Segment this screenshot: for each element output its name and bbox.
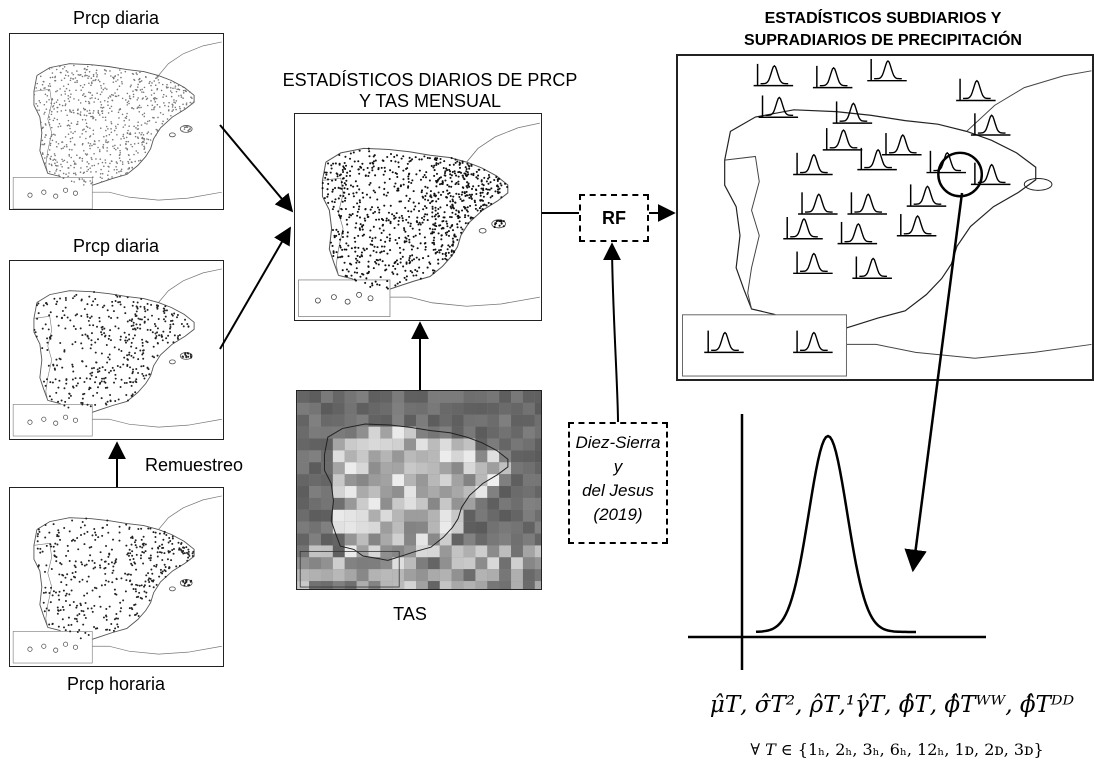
statistics-formula: μ̂𝑇, σ̂𝑇², ρ̂𝑇,¹γ̂𝑇, ϕ̂𝑇, ϕ̂𝑇ᵂᵂ, ϕ̂𝑇ᴰᴰ <box>709 692 1075 718</box>
reference-line-4: (2019) <box>593 505 643 524</box>
center-title-line2: Y TAS MENSUAL <box>358 91 502 111</box>
right-title-line2: SUPRADIARIOS DE PRECIPITACIÓN <box>744 32 1022 49</box>
reference-line-1: Diez-Sierra <box>575 433 661 452</box>
label-prcp-diaria-top: Prcp diaria <box>72 8 160 28</box>
label-tas: TAS <box>393 604 427 624</box>
map-panel-prcp-horaria <box>9 487 224 667</box>
reference-box: Diez-Sierra y del Jesus (2019) <box>568 422 668 544</box>
map-panel-subdaily-statistics <box>676 54 1094 381</box>
right-title: ESTADÍSTICOS SUBDIARIOS Y SUPRADIARIOS D… <box>683 8 1083 52</box>
distribution-curve <box>755 434 916 634</box>
arrow-reference-to-rf <box>603 242 622 423</box>
map-iberia-stations-dense <box>12 41 222 209</box>
center-title-line1: ESTADÍSTICOS DIARIOS DE PRCP <box>282 70 578 90</box>
tas-temperature-field <box>297 391 541 589</box>
label-remuestreo: Remuestreo <box>145 455 244 475</box>
right-title-line1: ESTADÍSTICOS SUBDIARIOS Y <box>764 10 1002 27</box>
map-iberia-daily-statistics <box>298 122 540 317</box>
arrow-top-to-center <box>219 124 294 213</box>
map-panel-daily-statistics <box>294 113 542 321</box>
durations-formula: ∀ 𝑇 ∈ {1ₕ, 2ₕ, 3ₕ, 6ₕ, 12ₕ, 1ᴅ, 2ᴅ, 3ᴅ} <box>750 740 1044 759</box>
rf-box: RF <box>579 194 649 242</box>
rf-label: RF <box>602 208 626 228</box>
map-panel-prcp-diaria-top <box>9 33 224 210</box>
reference-line-3: del Jesus <box>582 481 654 500</box>
arrow-middle-to-center <box>219 226 291 350</box>
reference-line-2: y <box>613 457 623 476</box>
label-prcp-diaria-middle: Prcp diaria <box>72 236 160 256</box>
distribution-plot <box>688 414 986 670</box>
map-iberia-distributions <box>682 58 1092 377</box>
map-panel-prcp-diaria-middle <box>9 260 224 440</box>
center-title: ESTADÍSTICOS DIARIOS DE PRCP Y TAS MENSU… <box>230 70 630 112</box>
map-panel-tas <box>296 390 542 590</box>
map-iberia-stations-subsampled <box>12 268 222 437</box>
map-iberia-stations-hourly <box>12 495 222 664</box>
label-prcp-horaria: Prcp horaria <box>66 674 166 694</box>
